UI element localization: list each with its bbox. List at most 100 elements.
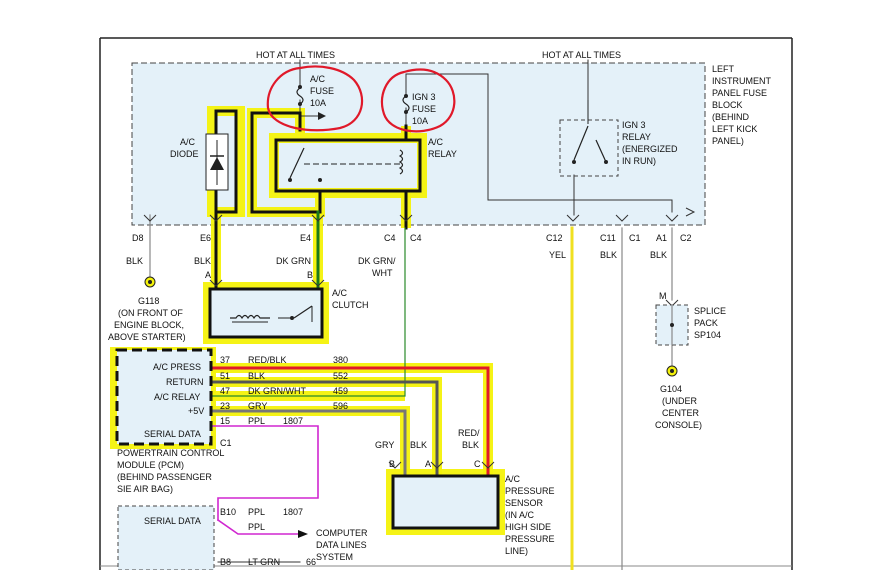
pcm-name-0: POWERTRAIN CONTROL (117, 448, 224, 458)
pcm-wire-circuit-2: 459 (333, 386, 348, 396)
splice-pack (655, 304, 689, 346)
sensor-label-5: PRESSURE (505, 534, 555, 544)
ign-fuse-label-1: FUSE (412, 104, 436, 114)
sensor-label-6: LINE) (505, 546, 528, 556)
wire-color-e4: DK GRN (276, 256, 311, 266)
pcm-name-2: (BEHIND PASSENGER (117, 472, 212, 482)
fuse-block-label-6: PANEL) (712, 136, 744, 146)
ground-g104 (666, 365, 678, 377)
ign-relay-label-1: RELAY (622, 132, 651, 142)
g104-label-2: CENTER (662, 408, 700, 418)
sensor-label-3: (IN A/C (505, 510, 535, 520)
computer-label-2: SYSTEM (316, 552, 353, 562)
pcm-name-1: MODULE (PCM) (117, 460, 184, 470)
pcm-wire-color-1: BLK (248, 371, 265, 381)
ac-fuse-label-1: FUSE (310, 86, 334, 96)
sensor-label-4: HIGH SIDE (505, 522, 551, 532)
g104-label-3: CONSOLE) (655, 420, 702, 430)
sensor-pin-b: B (389, 459, 395, 469)
pcm-label-ac-relay: A/C RELAY (154, 392, 200, 402)
ign-fuse-label-0: IGN 3 (412, 92, 436, 102)
ign-relay-label-0: IGN 3 (622, 120, 646, 130)
ac-diode (205, 133, 229, 191)
ground-g118 (144, 276, 156, 288)
pcm-wire-color-3: GRY (248, 401, 267, 411)
hot-label-1: HOT AT ALL TIMES (256, 50, 335, 60)
computer-label-0: COMPUTER (316, 528, 368, 538)
g104-label-0: G104 (660, 384, 682, 394)
clutch-label-0: A/C (332, 288, 348, 298)
bottom-serial-label: SERIAL DATA (144, 516, 201, 526)
pcm-label-serial: SERIAL DATA (144, 429, 201, 439)
ign3-relay (559, 100, 619, 177)
ac-fuse-label-2: 10A (310, 98, 326, 108)
fuse-block-label-5: LEFT KICK (712, 124, 757, 134)
ac-fuse (296, 85, 304, 106)
wire-color-c4b: WHT (372, 268, 393, 278)
bottom-circuit-1807: 1807 (283, 507, 303, 517)
sensor-label-1: PRESSURE (505, 486, 555, 496)
ac-relay-label-0: A/C (428, 137, 444, 147)
pcm-wire-pin-2: 47 (220, 386, 230, 396)
splice-label-1: PACK (694, 318, 718, 328)
hot-label-2: HOT AT ALL TIMES (542, 50, 621, 60)
pcm-wire-pin-3: 23 (220, 401, 230, 411)
sensor-wire-gry: GRY (375, 440, 394, 450)
pcm-wire-circuit-0: 380 (333, 355, 348, 365)
sensor-pin-c: C (474, 459, 481, 469)
wire-color-c4a: DK GRN/ (358, 256, 396, 266)
ac-relay-label-1: RELAY (428, 149, 457, 159)
fuse-block-label-4: (BEHIND (712, 112, 750, 122)
pcm-label-ac-press: A/C PRESS (153, 362, 201, 372)
bottom-circuit-66: 66 (306, 557, 316, 567)
clutch-pin-a: A (205, 270, 211, 280)
ign-fuse-label-2: 10A (412, 116, 428, 126)
pcm-wire-pin-4: 15 (220, 416, 230, 426)
ac-diode-label-0: A/C (180, 137, 196, 147)
pcm-wire-circuit-3: 596 (333, 401, 348, 411)
wire-color-d8: BLK (126, 256, 143, 266)
fuse-block-label-0: LEFT (712, 64, 735, 74)
pcm-wire-pin-1: 51 (220, 371, 230, 381)
pcm-connector-c1: C1 (220, 438, 232, 448)
fuse-block-label-3: BLOCK (712, 100, 743, 110)
ac-diode-label-1: DIODE (170, 149, 199, 159)
fuse-block-label-1: INSTRUMENT (712, 76, 771, 86)
pin-c2: C2 (680, 233, 692, 243)
bottom-lt-grn: LT GRN (248, 557, 280, 567)
ac-fuse-label-0: A/C (310, 74, 326, 84)
bottom-module (117, 505, 215, 570)
fuse-block-label-2: PANEL FUSE (712, 88, 767, 98)
g118-label-0: G118 (138, 296, 159, 306)
pcm-module (115, 348, 213, 446)
wires (149, 59, 673, 570)
labels: HOT AT ALL TIMES HOT AT ALL TIMES LEFT I… (108, 50, 771, 567)
sensor-label-2: SENSOR (505, 498, 544, 508)
sensor-wire-redblk-1: BLK (462, 440, 479, 450)
wire-color-c12: YEL (549, 250, 566, 260)
splice-label-2: SP104 (694, 330, 721, 340)
ign-relay-label-3: IN RUN) (622, 156, 656, 166)
pin-a1: A1 (656, 233, 667, 243)
sensor-wire-blk: BLK (410, 440, 427, 450)
bottom-ppl-2: PPL (248, 522, 265, 532)
pcm-wire-circuit-1: 552 (333, 371, 348, 381)
clutch-label-1: CLUTCH (332, 300, 369, 310)
bottom-pin-b8: B8 (220, 557, 231, 567)
g104-label-1: (UNDER (662, 396, 697, 406)
ac-relay (288, 147, 404, 182)
wire-color-c11: BLK (600, 250, 617, 260)
pin-c12: C12 (546, 233, 563, 243)
ac-pressure-sensor (391, 474, 500, 530)
pin-c4a: C4 (384, 233, 396, 243)
pcm-wire-color-0: RED/BLK (248, 355, 287, 365)
pin-e4: E4 (300, 233, 311, 243)
pin-e6: E6 (200, 233, 211, 243)
pcm-label-5v: +5V (188, 406, 204, 416)
connector-markers (143, 207, 696, 469)
g118-label-3: ABOVE STARTER) (108, 332, 186, 342)
bottom-pin-b10: B10 (220, 507, 236, 517)
wire-color-e6: BLK (194, 256, 211, 266)
pin-c4b: C4 (410, 233, 422, 243)
